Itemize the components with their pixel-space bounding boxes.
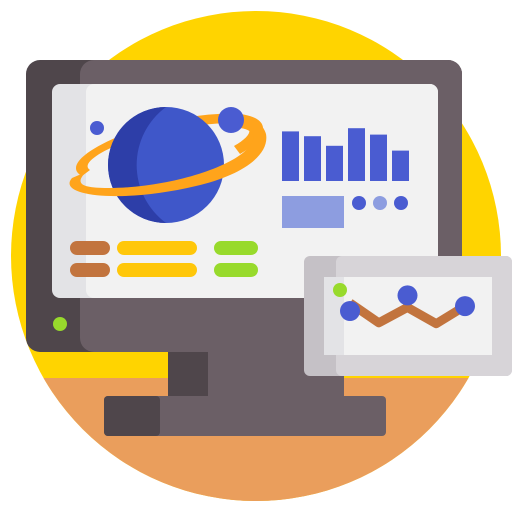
screen-bar [282, 131, 299, 181]
screen-text-lines [70, 241, 258, 277]
screen-bar [304, 136, 321, 181]
screen-widget-row [282, 196, 408, 228]
card-status-dot [333, 283, 347, 297]
trend-line [340, 285, 475, 329]
planet-icon [69, 107, 267, 223]
trend-point [340, 301, 360, 321]
trend-line-path [347, 299, 468, 329]
line-chart-card [304, 256, 512, 376]
screen-bar [348, 128, 365, 181]
screen-bar [326, 145, 343, 181]
screen-bar-chart [282, 128, 409, 181]
trend-point [397, 285, 418, 306]
screen-bar [370, 134, 387, 181]
power-led [53, 317, 67, 331]
trend-point [455, 296, 475, 317]
screen-bar [392, 150, 409, 181]
